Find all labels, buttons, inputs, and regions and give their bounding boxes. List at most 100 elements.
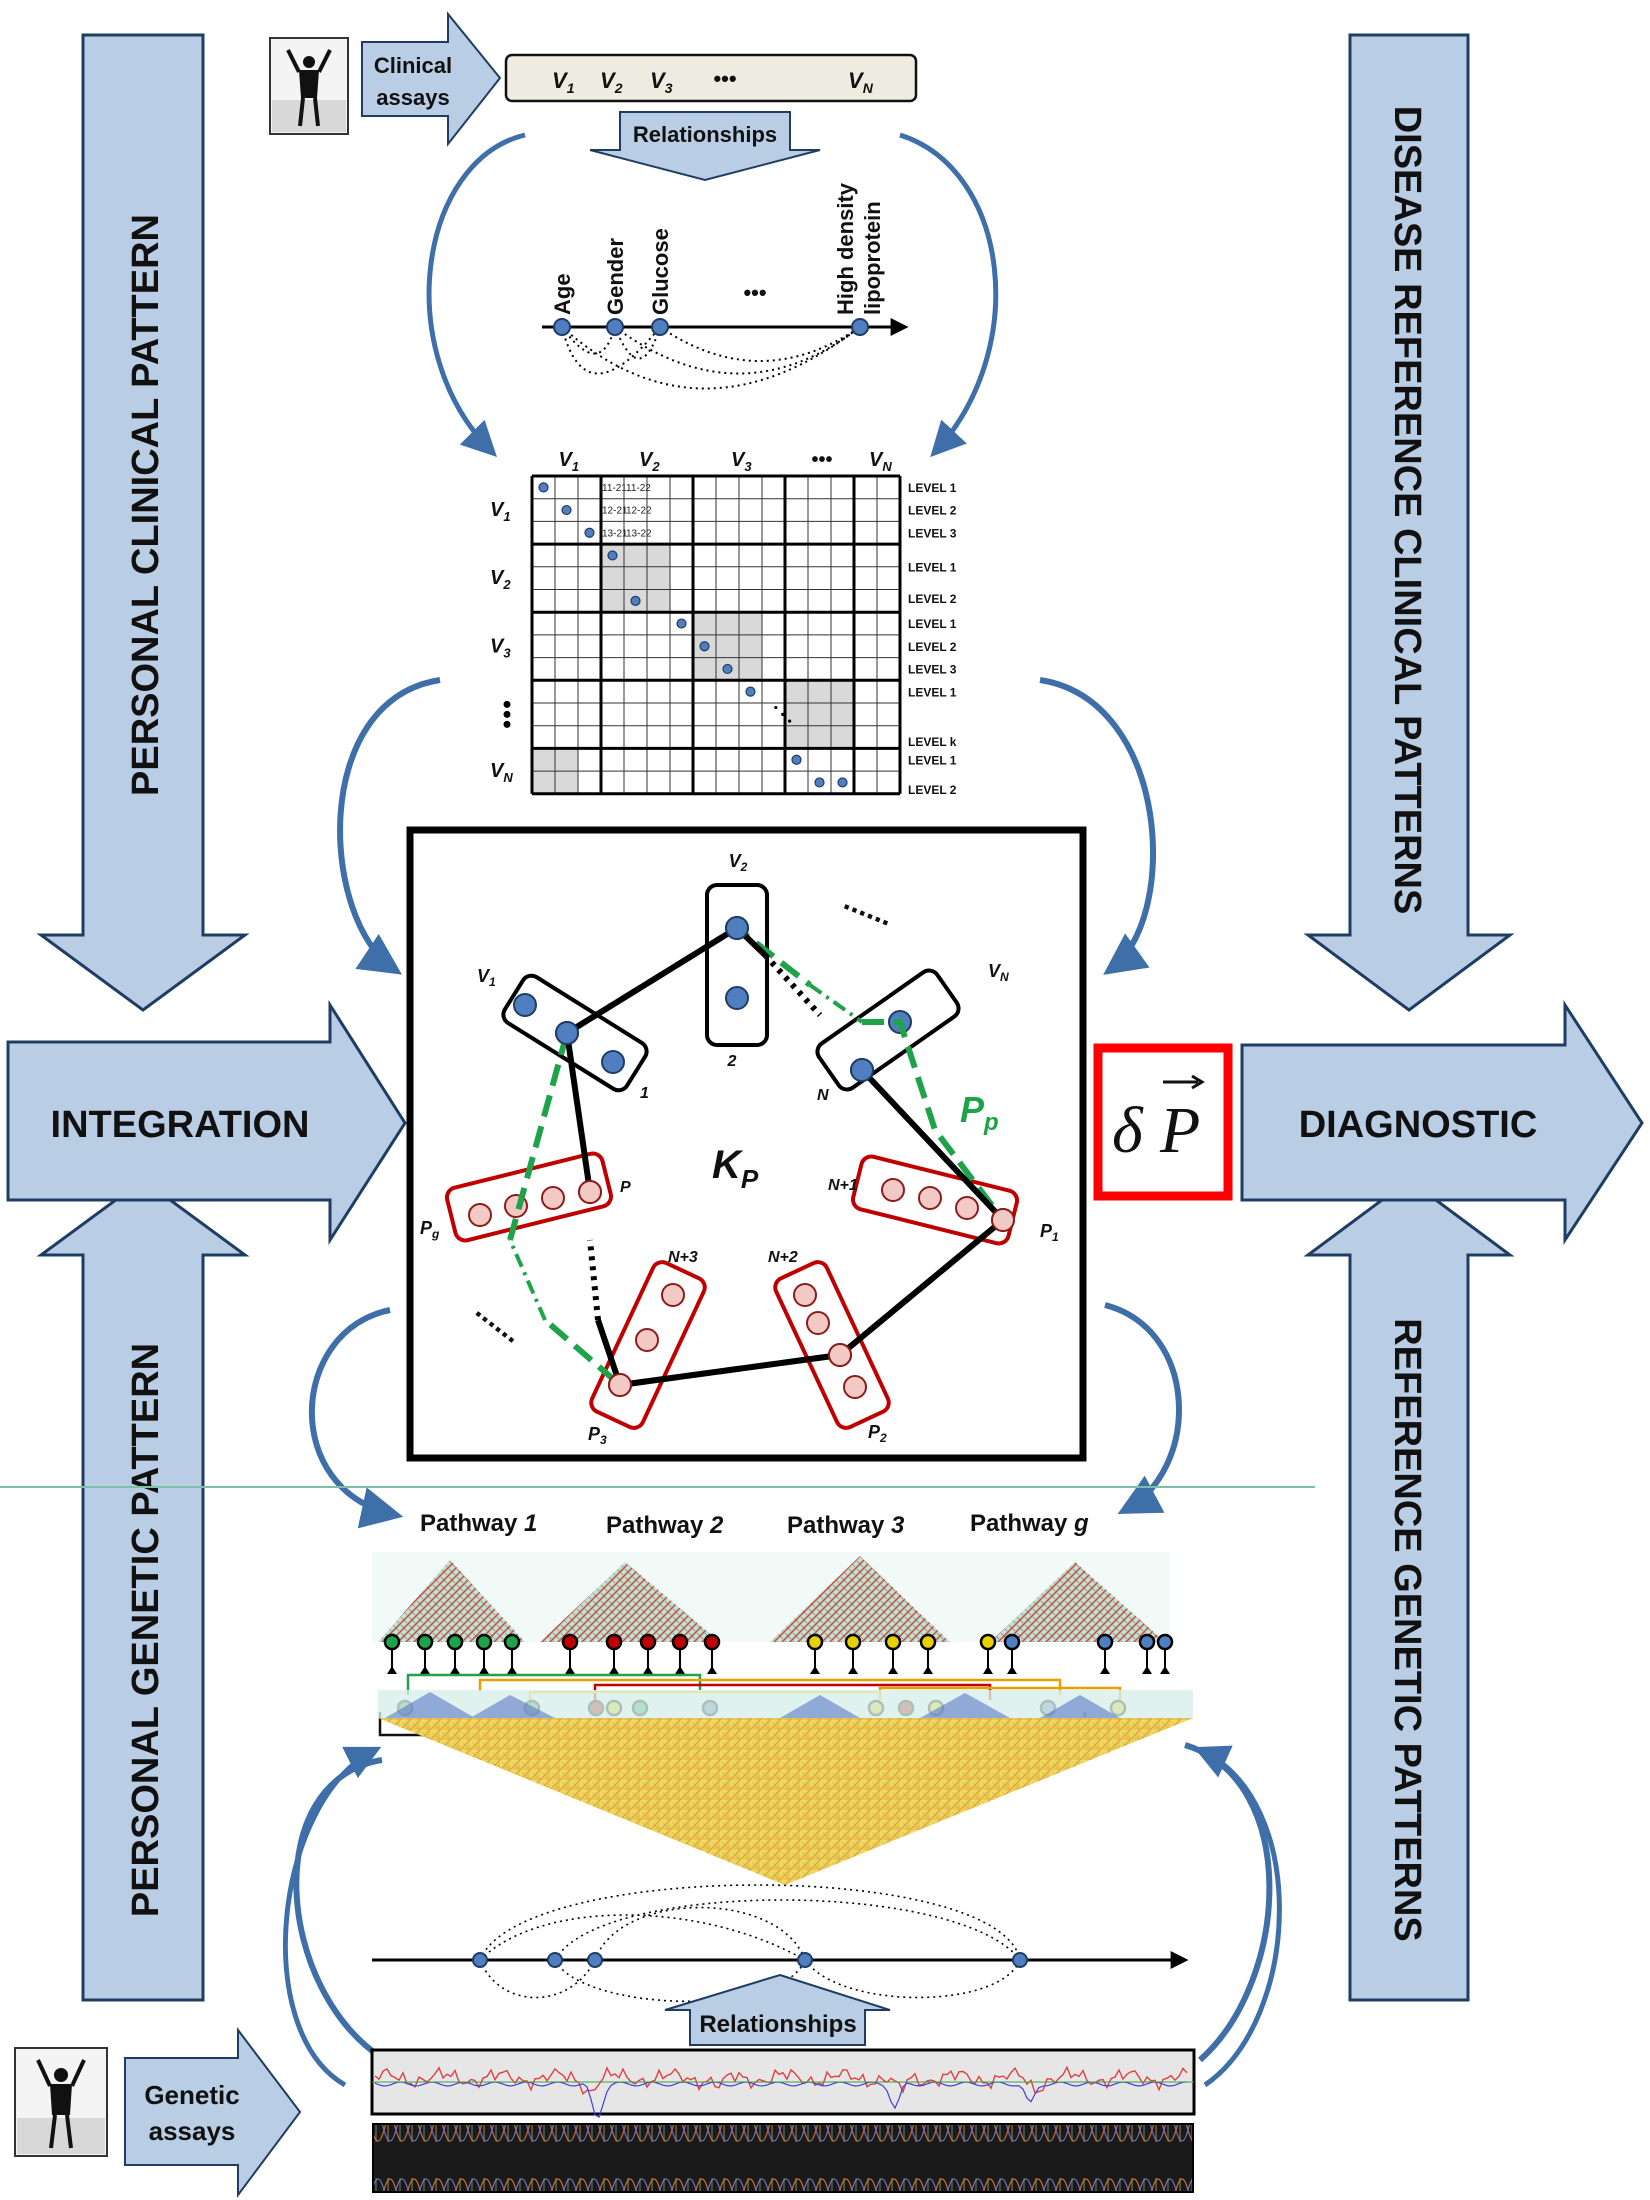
- svg-text:VN: VN: [848, 68, 874, 96]
- snp-marker: [416, 1633, 434, 1651]
- svg-text:lipoprotein: lipoprotein: [860, 201, 885, 315]
- svg-text:2: 2: [727, 1053, 737, 1070]
- snp-arrowhead: [923, 1666, 933, 1674]
- matrix-row-label: V3: [490, 635, 511, 660]
- snp-marker: [884, 1633, 902, 1651]
- matrix-level-label: LEVEL 2: [908, 783, 957, 797]
- svg-text:Pathway 3: Pathway 3: [787, 1512, 905, 1539]
- diagnostic-arrow: DIAGNOSTIC: [1240, 999, 1644, 1246]
- personal-clinical-arrow: PERSONAL CLINICAL PATTERN: [36, 33, 250, 1012]
- snp-arrowhead: [1142, 1666, 1152, 1674]
- svg-text:•••: •••: [713, 66, 736, 91]
- svg-text:N+2: N+2: [768, 1249, 798, 1266]
- svg-text:V2: V2: [729, 851, 748, 874]
- matrix-cell-label: 12-21: [602, 506, 628, 517]
- genetic-relationships-arrow: Relationships: [664, 1973, 891, 2046]
- matrix-column-label: V1: [559, 449, 580, 474]
- svg-text:P3: P3: [588, 1424, 607, 1447]
- personal-genetic-label: PERSONAL GENETIC PATTERN: [125, 1343, 167, 1917]
- svg-text:N+1: N+1: [828, 1177, 858, 1194]
- integration-arrow: INTEGRATION: [6, 999, 407, 1246]
- matrix-level-label: LEVEL 1: [908, 617, 957, 631]
- snp-marker: [475, 1633, 493, 1651]
- snp-arrowhead: [707, 1666, 717, 1674]
- genome-ld-heatmap: [378, 1690, 1193, 1885]
- p-vector-symbol: P: [1159, 1094, 1200, 1167]
- matrix-row-label: V1: [490, 499, 511, 524]
- svg-text:VN: VN: [988, 961, 1009, 984]
- matrix-level-label: LEVEL 1: [908, 753, 957, 767]
- svg-text:High density: High density: [833, 182, 858, 315]
- svg-text:Pathway g: Pathway g: [970, 1510, 1089, 1537]
- snp-arrowhead: [387, 1666, 397, 1674]
- svg-text:Age: Age: [550, 273, 575, 315]
- snp-arrowhead: [609, 1666, 619, 1674]
- matrix-cell-label: 11-21: [602, 483, 627, 494]
- snp-marker: [446, 1633, 464, 1651]
- snp-marker: [1138, 1633, 1156, 1651]
- matrix-cell-label: 13-21: [602, 528, 628, 539]
- snp-marker: [605, 1633, 623, 1651]
- genetic-curved-arrows: [283, 1745, 1282, 2088]
- matrix-level-label: LEVEL 3: [908, 526, 957, 540]
- clinical-variable-axis: Age Gender Glucose ••• High density lipo…: [542, 182, 909, 390]
- snp-marker: [383, 1633, 401, 1651]
- svg-text:V1: V1: [552, 68, 575, 96]
- snp-marker: [806, 1633, 824, 1651]
- svg-text:P: P: [620, 1179, 631, 1196]
- genetic-person-icon: [14, 2047, 108, 2157]
- pathway-ld-heatmaps: [372, 1552, 1170, 1642]
- matrix-level-label: LEVEL 1: [908, 560, 957, 574]
- snp-marker: [639, 1633, 657, 1651]
- snp-arrowhead: [810, 1666, 820, 1674]
- disease-reference-label: DISEASE REFERENCE CLINICAL PATTERNS: [1386, 106, 1428, 915]
- dna-strip: [372, 2123, 1194, 2193]
- snp-marker: [703, 1633, 721, 1651]
- matrix-row-label: VN: [490, 760, 513, 785]
- snp-arrowhead: [1007, 1666, 1017, 1674]
- reference-genetic-arrow: REFERENCE GENETIC PATTERNS: [1303, 1178, 1515, 2002]
- snp-marker: [503, 1633, 521, 1651]
- delta-p-box: δ P: [1093, 1043, 1233, 1201]
- matrix-column-label: V2: [639, 449, 660, 474]
- matrix-level-label: LEVEL 2: [908, 592, 957, 606]
- snp-arrowhead: [983, 1666, 993, 1674]
- snp-arrowhead: [565, 1666, 575, 1674]
- pathway-labels: Pathway 1 Pathway 2 Pathway 3 Pathway g: [420, 1510, 1089, 1539]
- svg-text:V1: V1: [477, 966, 496, 989]
- disease-reference-arrow: DISEASE REFERENCE CLINICAL PATTERNS: [1303, 33, 1515, 1012]
- snp-connection-line: [406, 1673, 702, 1695]
- svg-text:P2: P2: [868, 1422, 887, 1445]
- snp-marker: [919, 1633, 937, 1651]
- matrix-level-label: LEVEL 2: [908, 640, 957, 654]
- genetic-assays-line1: Genetic: [144, 2080, 239, 2110]
- matrix-column-label: VN: [869, 449, 892, 474]
- genetic-relationships-label: Relationships: [699, 2011, 856, 2038]
- personal-genetic-arrow: PERSONAL GENETIC PATTERN: [36, 1178, 250, 2002]
- snp-arrowhead: [848, 1666, 858, 1674]
- kp-label: KP: [712, 1143, 759, 1194]
- diagnostic-label: DIAGNOSTIC: [1299, 1104, 1538, 1146]
- svg-text:•••: •••: [743, 280, 766, 305]
- matrix-row-ellipsis-dot: [503, 700, 511, 708]
- genetic-assays-line2: assays: [149, 2116, 236, 2146]
- matrix-column-label: V3: [731, 449, 752, 474]
- svg-text:N+3: N+3: [668, 1249, 698, 1266]
- clinical-curved-arrows: [426, 132, 999, 458]
- matrix-cell-label: 12-22: [626, 506, 652, 517]
- matrix-level-label: LEVEL 2: [908, 504, 957, 518]
- clinical-assays-arrow: Clinical assays: [361, 11, 502, 147]
- signal-track: [370, 2048, 1196, 2118]
- matrix-level-label: LEVEL k: [908, 735, 957, 749]
- snp-arrowhead: [507, 1666, 517, 1674]
- matrix-cell-label: 11-22: [626, 483, 651, 494]
- snp-marker: [844, 1633, 862, 1651]
- reference-genetic-label: REFERENCE GENETIC PATTERNS: [1386, 1318, 1428, 1942]
- matrix-row-ellipsis-dot: [503, 720, 511, 728]
- delta-symbol: δ: [1112, 1094, 1144, 1167]
- snp-arrowhead: [479, 1666, 489, 1674]
- integrated-network-panel: V2 V1 VN 1 2 N P N+1 N+3 N+2 Pg P1 P2 P3…: [406, 826, 1087, 1462]
- snp-arrowhead: [675, 1666, 685, 1674]
- svg-text:Pg: Pg: [420, 1218, 440, 1241]
